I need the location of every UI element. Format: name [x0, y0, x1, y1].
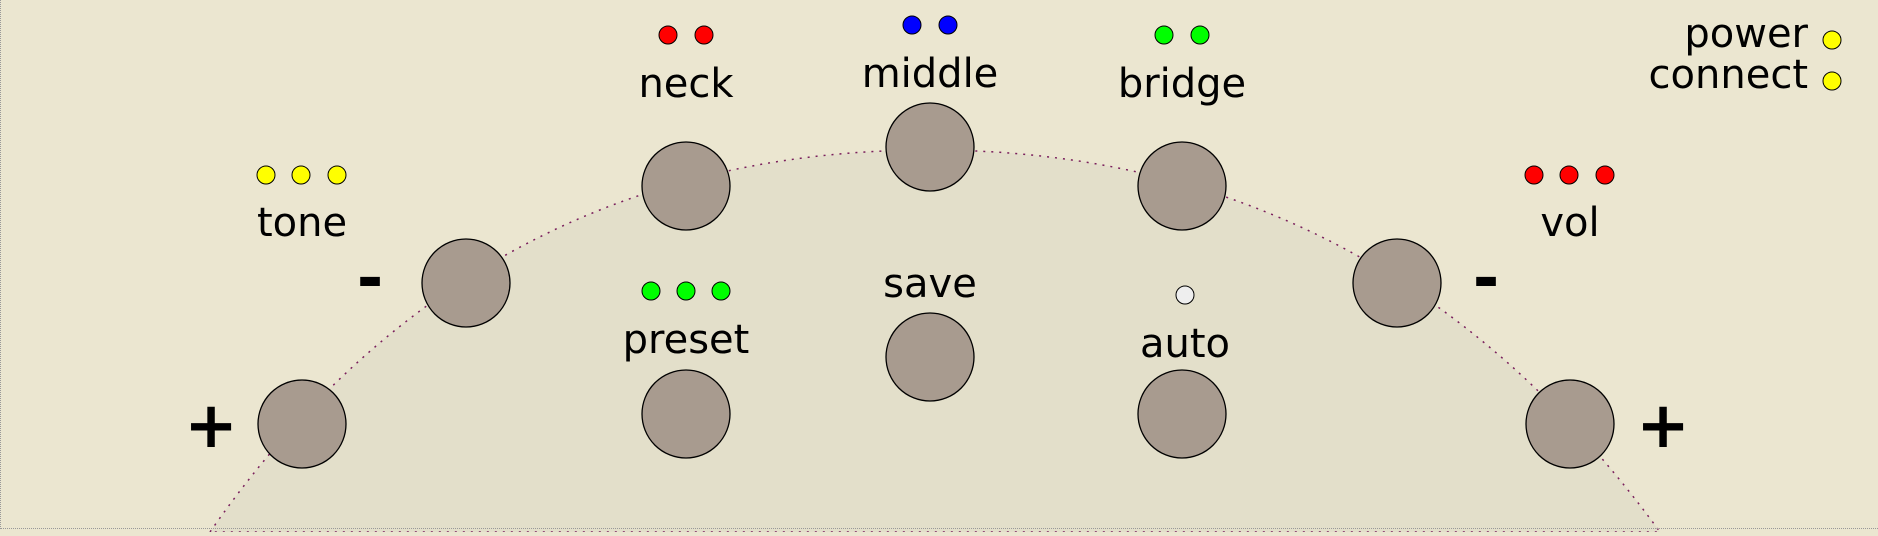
vol-led-1 — [1524, 165, 1544, 185]
tone-plus-sign: + — [184, 389, 238, 463]
preset-led-2 — [676, 281, 696, 301]
vol-minus-sign: - — [1473, 242, 1500, 316]
tone-plus-button[interactable] — [257, 379, 347, 469]
power-led — [1822, 30, 1842, 50]
tone-label: tone — [257, 200, 347, 246]
bridge-label: bridge — [1118, 61, 1246, 107]
tone-led-3 — [327, 165, 347, 185]
middle-led-2 — [938, 15, 958, 35]
vol-label: vol — [1540, 200, 1599, 246]
tone-led-2 — [291, 165, 311, 185]
preset-led-3 — [711, 281, 731, 301]
auto-button[interactable] — [1137, 369, 1227, 459]
save-label: save — [883, 261, 977, 307]
vol-plus-button[interactable] — [1525, 379, 1615, 469]
neck-led-2 — [694, 25, 714, 45]
preset-led-1 — [641, 281, 661, 301]
vol-led-2 — [1559, 165, 1579, 185]
tone-led-1 — [256, 165, 276, 185]
vol-minus-button[interactable] — [1352, 238, 1442, 328]
bridge-led-2 — [1190, 25, 1210, 45]
neck-led-1 — [658, 25, 678, 45]
bridge-led-1 — [1154, 25, 1174, 45]
power-label: power — [1684, 11, 1808, 57]
neck-button[interactable] — [641, 141, 731, 231]
middle-label: middle — [862, 51, 999, 97]
tone-minus-button[interactable] — [421, 238, 511, 328]
vol-plus-sign: + — [1636, 389, 1690, 463]
middle-leds — [902, 15, 958, 35]
save-button[interactable] — [885, 312, 975, 402]
auto-led — [1175, 285, 1195, 305]
auto-label: auto — [1140, 321, 1230, 367]
neck-leds — [658, 25, 714, 45]
middle-led-1 — [902, 15, 922, 35]
preset-label: preset — [623, 317, 750, 363]
vol-leds — [1524, 165, 1615, 185]
connect-led — [1822, 71, 1842, 91]
preset-button[interactable] — [641, 369, 731, 459]
vol-led-3 — [1595, 165, 1615, 185]
connect-label: connect — [1649, 52, 1808, 98]
preset-leds — [641, 281, 731, 301]
middle-button[interactable] — [885, 102, 975, 192]
bridge-button[interactable] — [1137, 141, 1227, 231]
tone-leds — [256, 165, 347, 185]
tone-minus-sign: - — [357, 242, 384, 316]
bridge-leds — [1154, 25, 1210, 45]
neck-label: neck — [638, 61, 734, 107]
